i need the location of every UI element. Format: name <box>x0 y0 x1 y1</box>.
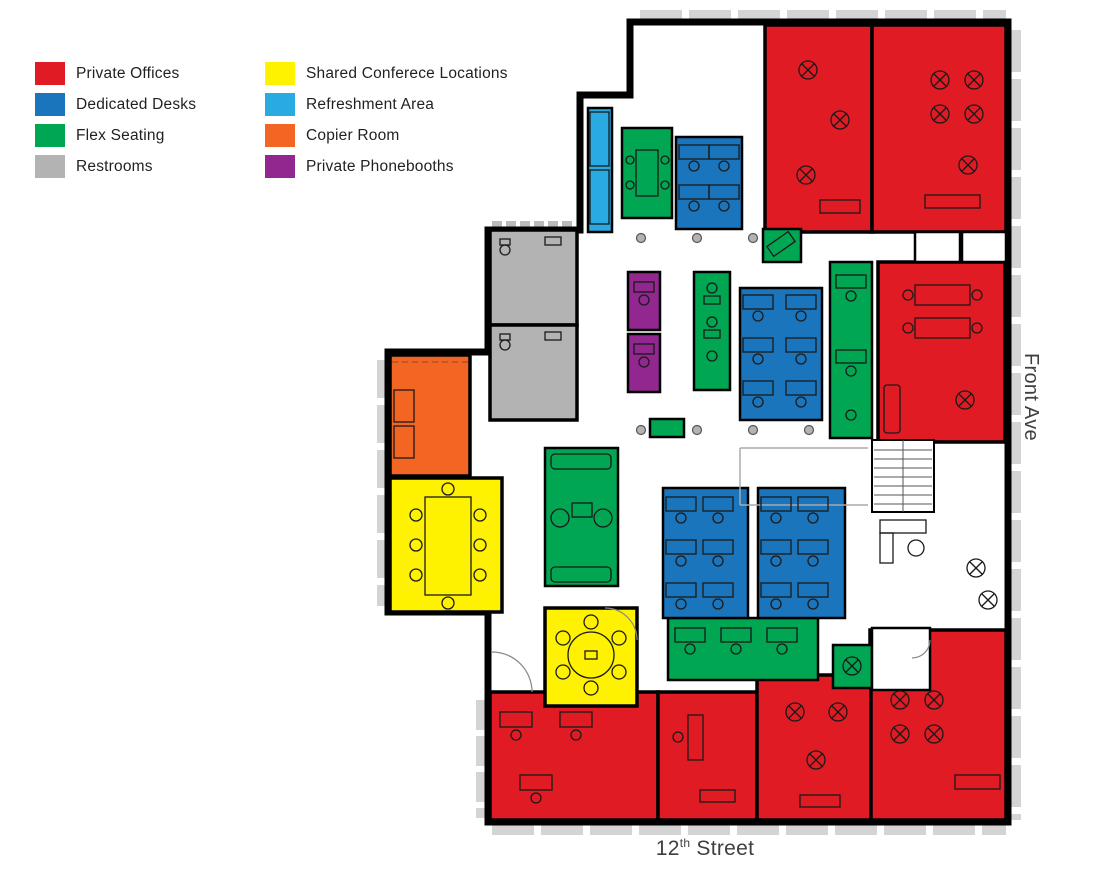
furniture-office-south-1 <box>499 711 593 804</box>
room-flex-north <box>620 126 674 220</box>
room-closet-1 <box>913 230 962 264</box>
legend-item-flex-seating: Flex Seating <box>35 124 196 147</box>
stair-treads <box>874 440 932 512</box>
refreshment-area-label: Refreshment Area <box>306 95 435 113</box>
restrooms-swatch <box>35 155 65 178</box>
furniture-restrooms <box>499 236 562 351</box>
room-office-north-left <box>763 23 874 234</box>
flex-seating-swatch <box>35 124 65 147</box>
furniture-office-south-2 <box>672 714 736 803</box>
room-flex-column <box>692 270 732 392</box>
legend-item-dedicated-desks: Dedicated Desks <box>35 93 196 116</box>
room-conference-south <box>543 606 639 708</box>
legend-item-restrooms: Restrooms <box>35 155 196 178</box>
furniture-phonebooths <box>633 281 655 368</box>
furniture-office-north-right <box>924 70 984 209</box>
legend-item-shared-conference: Shared Conferece Locations <box>265 62 508 85</box>
furniture-conference-south <box>555 614 627 696</box>
furniture-office-southeast <box>890 690 1001 790</box>
legend-item-private-phonebooths: Private Phonebooths <box>265 155 508 178</box>
room-office-north-right <box>870 23 1008 234</box>
private-offices-swatch <box>35 62 65 85</box>
private-phonebooths-label: Private Phonebooths <box>306 157 454 175</box>
flex-seating-label: Flex Seating <box>76 126 165 144</box>
room-restroom-lower <box>488 323 579 422</box>
room-restroom-upper <box>488 228 579 327</box>
furniture-conference-west <box>409 482 487 610</box>
copier-room-swatch <box>265 124 295 147</box>
room-office-south-2 <box>656 690 759 822</box>
room-closet-2 <box>960 230 1008 264</box>
legend-column-2: Shared Conferece Locations Refreshment A… <box>265 62 508 186</box>
furniture-copier <box>392 361 468 459</box>
street-number: 12 <box>655 837 680 860</box>
room-office-east <box>876 260 1007 444</box>
columns <box>635 232 815 436</box>
room-conference-west <box>388 476 504 614</box>
street-ordinal: th <box>679 836 691 850</box>
furniture-refreshment-counter <box>589 111 610 225</box>
furniture-office-south-3 <box>785 702 848 808</box>
room-desks-south-left <box>661 486 750 620</box>
room-office-south-3 <box>755 673 873 822</box>
zones <box>388 23 1008 822</box>
furniture-flex-north <box>625 149 670 197</box>
room-copier <box>388 353 472 478</box>
furniture-flex-column <box>703 282 721 362</box>
furniture-office-north-left <box>796 60 861 214</box>
room-desks-south-right <box>756 486 847 620</box>
copier-room-label: Copier Room <box>306 126 400 144</box>
shared-conference-swatch <box>265 62 295 85</box>
furniture-flex-lounge <box>550 453 613 583</box>
refreshment-area-swatch <box>265 93 295 116</box>
legend-item-refreshment-area: Refreshment Area <box>265 93 508 116</box>
dedicated-desks-swatch <box>35 93 65 116</box>
restrooms-label: Restrooms <box>76 157 153 175</box>
furniture-flex-corner <box>766 230 796 258</box>
street-name: Street <box>690 837 755 860</box>
room-office-south-1 <box>488 690 660 822</box>
street-label-front-ave: Front Ave <box>1020 353 1042 441</box>
window-strips <box>377 10 1021 835</box>
room-flex-lounge <box>543 446 620 588</box>
room-flex-bench <box>648 417 686 439</box>
private-phonebooths-swatch <box>265 155 295 178</box>
shared-conference-label: Shared Conferece Locations <box>306 64 508 82</box>
room-flex-south-row <box>666 616 820 682</box>
furniture-office-east <box>883 284 983 434</box>
dedicated-desks-label: Dedicated Desks <box>76 95 197 113</box>
legend-item-copier-room: Copier Room <box>265 124 508 147</box>
room-desks-central <box>738 286 824 422</box>
room-phonebooth-1 <box>626 270 662 332</box>
private-offices-label: Private Offices <box>76 64 180 82</box>
room-storage-southeast <box>870 626 932 692</box>
furniture-flex-east-strip <box>835 274 867 421</box>
furniture-lobby-east <box>879 519 998 610</box>
legend-column-1: Private Offices Dedicated Desks Flex Sea… <box>35 62 196 186</box>
street-label-12th-street: 12th Street <box>595 836 815 861</box>
room-phonebooth-2 <box>626 332 662 394</box>
legend-item-private-offices: Private Offices <box>35 62 196 85</box>
door-swings <box>491 607 931 693</box>
